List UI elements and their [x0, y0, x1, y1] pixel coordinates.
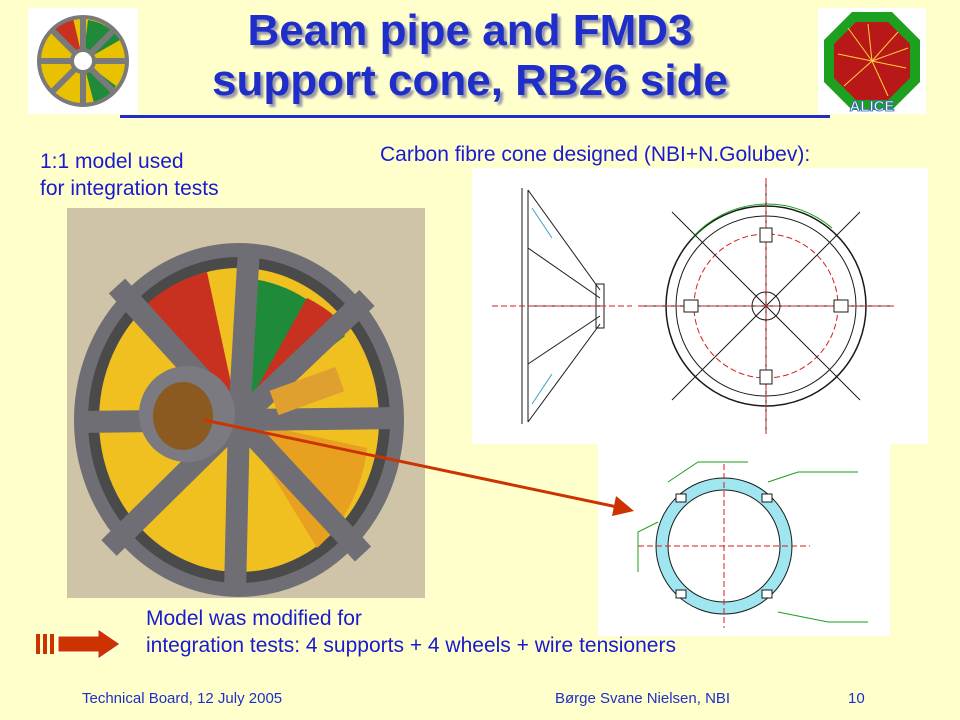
footer-date: Technical Board, 12 July 2005: [82, 690, 283, 707]
svg-text:ALICE: ALICE: [850, 98, 895, 114]
alice-logo: ALICE: [818, 8, 926, 115]
model-caption-line-1: 1:1 model used: [40, 150, 184, 173]
title-line-1: Beam pipe and FMD3: [247, 6, 693, 55]
ring-detail-drawing: [598, 442, 890, 636]
fmd-cone-logo: [28, 8, 138, 114]
carbon-cone-caption: Carbon fibre cone designed (NBI+N.Golube…: [380, 143, 811, 166]
page-number: 10: [848, 690, 865, 707]
footer-author: Børge Svane Nielsen, NBI: [555, 690, 731, 707]
modification-note: Model was modified for integration tests…: [146, 605, 676, 659]
title-line-2: support cone, RB26 side: [212, 56, 728, 105]
title-underline: [120, 115, 830, 118]
slide-title: Beam pipe and FMD3 support cone, RB26 si…: [150, 6, 790, 106]
cone-technical-drawing: [472, 168, 928, 444]
modification-note-line-2: integration tests: 4 supports + 4 wheels…: [146, 634, 676, 657]
model-photo: [67, 208, 425, 598]
modification-note-line-1: Model was modified for: [146, 607, 362, 630]
model-caption: 1:1 model used for integration tests: [40, 148, 219, 202]
pointer-arrow: [203, 418, 634, 516]
bullet-arrow-icon: [36, 628, 121, 660]
model-caption-line-2: for integration tests: [40, 177, 219, 200]
